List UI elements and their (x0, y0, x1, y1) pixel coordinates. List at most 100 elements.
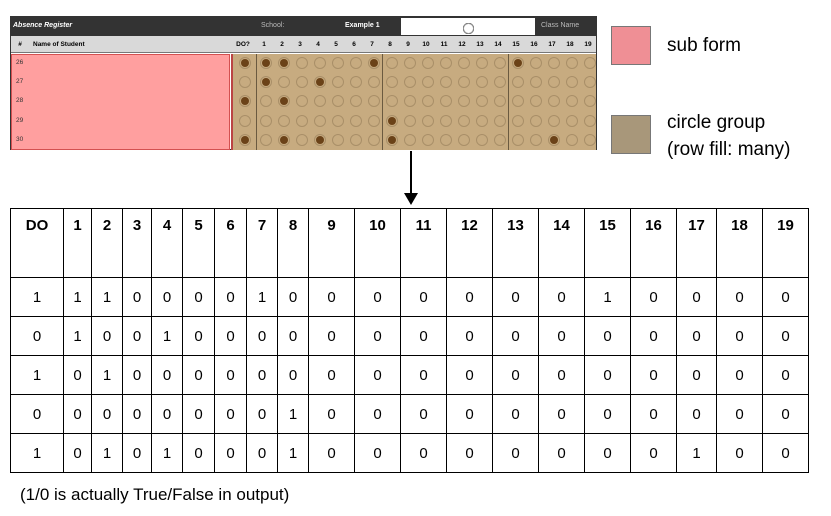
do-checkbox[interactable] (239, 114, 251, 127)
day-checkbox[interactable] (422, 57, 434, 69)
day-checkbox[interactable] (296, 114, 308, 127)
day-checkbox[interactable] (476, 95, 488, 108)
day-checkbox[interactable] (422, 114, 434, 127)
day-checkbox[interactable] (386, 95, 398, 108)
day-checkbox[interactable] (512, 95, 524, 108)
day-checkbox[interactable] (278, 133, 290, 146)
day-checkbox[interactable] (296, 95, 308, 108)
day-checkbox[interactable] (314, 57, 326, 69)
day-checkbox[interactable] (548, 76, 560, 89)
day-checkbox[interactable] (494, 57, 506, 69)
day-checkbox[interactable] (314, 133, 326, 146)
day-checkbox[interactable] (422, 133, 434, 146)
day-checkbox[interactable] (332, 114, 344, 127)
day-checkbox[interactable] (260, 95, 272, 108)
day-checkbox[interactable] (296, 76, 308, 89)
day-checkbox[interactable] (494, 76, 506, 89)
day-checkbox[interactable] (458, 76, 470, 89)
day-checkbox[interactable] (548, 133, 560, 146)
day-checkbox[interactable] (296, 133, 308, 146)
day-checkbox[interactable] (530, 95, 542, 108)
day-checkbox[interactable] (296, 57, 308, 69)
day-checkbox[interactable] (350, 133, 362, 146)
day-checkbox[interactable] (404, 114, 416, 127)
day-checkbox[interactable] (440, 57, 452, 69)
day-checkbox[interactable] (530, 57, 542, 69)
day-checkbox[interactable] (512, 57, 524, 69)
do-checkbox[interactable] (239, 76, 251, 89)
day-checkbox[interactable] (260, 76, 272, 89)
day-checkbox[interactable] (584, 114, 596, 127)
day-checkbox[interactable] (314, 76, 326, 89)
day-checkbox[interactable] (422, 95, 434, 108)
day-checkbox[interactable] (494, 133, 506, 146)
day-checkbox[interactable] (422, 76, 434, 89)
day-checkbox[interactable] (440, 133, 452, 146)
day-checkbox[interactable] (332, 95, 344, 108)
do-checkbox[interactable] (239, 133, 251, 146)
day-checkbox[interactable] (404, 76, 416, 89)
day-checkbox[interactable] (566, 133, 578, 146)
day-checkbox[interactable] (260, 133, 272, 146)
day-checkbox[interactable] (350, 95, 362, 108)
day-checkbox[interactable] (350, 76, 362, 89)
day-checkbox[interactable] (368, 133, 380, 146)
day-checkbox[interactable] (386, 76, 398, 89)
day-checkbox[interactable] (566, 114, 578, 127)
day-checkbox[interactable] (548, 57, 560, 69)
day-checkbox[interactable] (566, 76, 578, 89)
day-checkbox[interactable] (530, 133, 542, 146)
day-checkbox[interactable] (494, 114, 506, 127)
day-checkbox[interactable] (458, 95, 470, 108)
day-checkbox[interactable] (404, 57, 416, 69)
day-checkbox[interactable] (548, 114, 560, 127)
day-checkbox[interactable] (386, 133, 398, 146)
day-checkbox[interactable] (566, 57, 578, 69)
day-checkbox[interactable] (476, 114, 488, 127)
day-checkbox[interactable] (476, 133, 488, 146)
day-checkbox[interactable] (584, 57, 596, 69)
day-checkbox[interactable] (350, 57, 362, 69)
day-checkbox[interactable] (386, 114, 398, 127)
day-checkbox[interactable] (278, 76, 290, 89)
day-checkbox[interactable] (458, 57, 470, 69)
day-checkbox[interactable] (584, 76, 596, 89)
day-checkbox[interactable] (494, 95, 506, 108)
day-checkbox[interactable] (368, 114, 380, 127)
day-checkbox[interactable] (530, 76, 542, 89)
day-checkbox[interactable] (368, 76, 380, 89)
day-checkbox[interactable] (386, 57, 398, 69)
day-checkbox[interactable] (512, 76, 524, 89)
day-checkbox[interactable] (278, 95, 290, 108)
day-checkbox[interactable] (404, 95, 416, 108)
do-checkbox[interactable] (239, 57, 251, 69)
day-checkbox[interactable] (278, 114, 290, 127)
day-checkbox[interactable] (332, 76, 344, 89)
day-checkbox[interactable] (368, 57, 380, 69)
day-checkbox[interactable] (584, 95, 596, 108)
day-checkbox[interactable] (260, 114, 272, 127)
day-checkbox[interactable] (530, 114, 542, 127)
day-checkbox[interactable] (314, 114, 326, 127)
day-checkbox[interactable] (584, 133, 596, 146)
day-checkbox[interactable] (260, 57, 272, 69)
day-checkbox[interactable] (566, 95, 578, 108)
day-checkbox[interactable] (332, 57, 344, 69)
day-checkbox[interactable] (512, 133, 524, 146)
day-checkbox[interactable] (458, 114, 470, 127)
day-checkbox[interactable] (350, 114, 362, 127)
day-checkbox[interactable] (440, 114, 452, 127)
day-checkbox[interactable] (314, 95, 326, 108)
day-checkbox[interactable] (440, 95, 452, 108)
do-checkbox[interactable] (239, 95, 251, 108)
day-checkbox[interactable] (278, 57, 290, 69)
day-checkbox[interactable] (512, 114, 524, 127)
day-checkbox[interactable] (548, 95, 560, 108)
day-checkbox[interactable] (440, 76, 452, 89)
day-checkbox[interactable] (476, 76, 488, 89)
day-checkbox[interactable] (368, 95, 380, 108)
day-checkbox[interactable] (404, 133, 416, 146)
day-checkbox[interactable] (476, 57, 488, 69)
day-checkbox[interactable] (332, 133, 344, 146)
day-checkbox[interactable] (458, 133, 470, 146)
